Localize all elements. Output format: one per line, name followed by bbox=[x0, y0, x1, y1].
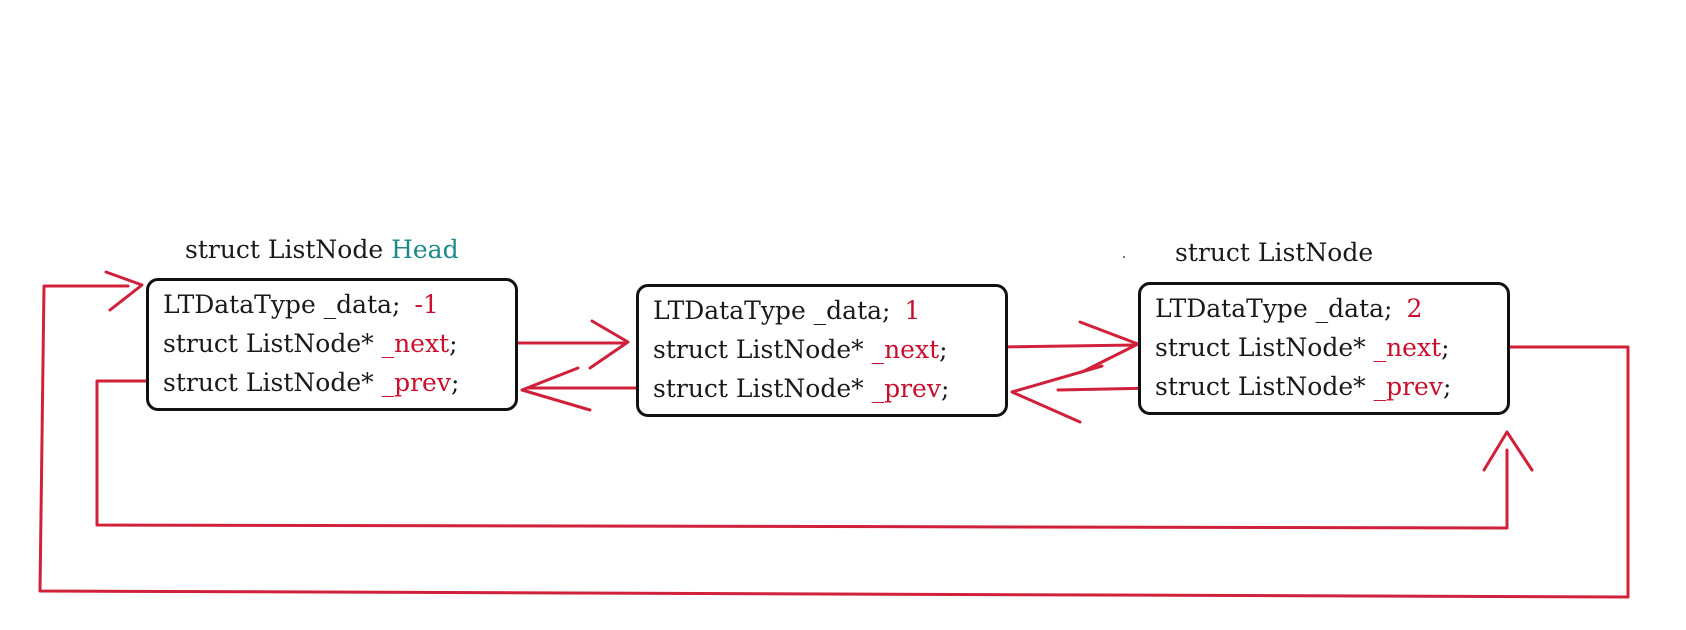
list-node-2: LTDataType _data;2 struct ListNode* _nex… bbox=[1138, 282, 1510, 415]
next-pointer: _next bbox=[871, 335, 940, 364]
field-data: LTDataType _data;-1 bbox=[163, 290, 439, 319]
arrowhead-node2-prev bbox=[1010, 364, 1104, 424]
arrowhead-head-next bbox=[588, 319, 630, 370]
field-data: LTDataType _data;1 bbox=[653, 296, 921, 325]
field-prev: struct ListNode* _prev; bbox=[653, 374, 950, 403]
list-node-1: LTDataType _data;1 struct ListNode* _nex… bbox=[636, 284, 1008, 417]
arrowhead-node1-prev bbox=[520, 366, 592, 412]
arrowhead-head-prev bbox=[1482, 430, 1534, 472]
field-next: struct ListNode* _next; bbox=[653, 335, 948, 364]
node-title-text: struct ListNode bbox=[1175, 238, 1374, 267]
node-title-accent: Head bbox=[391, 235, 459, 264]
prev-pointer: _prev bbox=[1373, 372, 1443, 401]
list-node-head: LTDataType _data;-1 struct ListNode* _ne… bbox=[146, 278, 518, 411]
prev-pointer: _prev bbox=[381, 368, 451, 397]
data-value: -1 bbox=[414, 290, 439, 319]
data-value: 1 bbox=[904, 296, 921, 325]
next-pointer: _next bbox=[381, 329, 450, 358]
node-title-2: struct ListNode bbox=[1175, 238, 1373, 267]
prev-pointer: _prev bbox=[871, 374, 941, 403]
field-next: struct ListNode* _next; bbox=[163, 329, 458, 358]
field-prev: struct ListNode* _prev; bbox=[163, 368, 460, 397]
arrowhead-tail-next bbox=[104, 270, 144, 312]
data-value: 2 bbox=[1406, 294, 1423, 323]
arrow-tail-next-to-head bbox=[38, 284, 1630, 599]
node-title-head: struct ListNode Head bbox=[185, 235, 459, 264]
field-prev: struct ListNode* _prev; bbox=[1155, 372, 1452, 401]
next-pointer: _next bbox=[1373, 333, 1442, 362]
arrow-head-prev-to-tail bbox=[95, 379, 1509, 530]
field-data: LTDataType _data;2 bbox=[1155, 294, 1423, 323]
field-next: struct ListNode* _next; bbox=[1155, 333, 1450, 362]
node-title-text: struct ListNode bbox=[185, 235, 392, 264]
stray-dot bbox=[1123, 256, 1125, 258]
arrow-node1-next-to-node2 bbox=[998, 343, 1138, 349]
